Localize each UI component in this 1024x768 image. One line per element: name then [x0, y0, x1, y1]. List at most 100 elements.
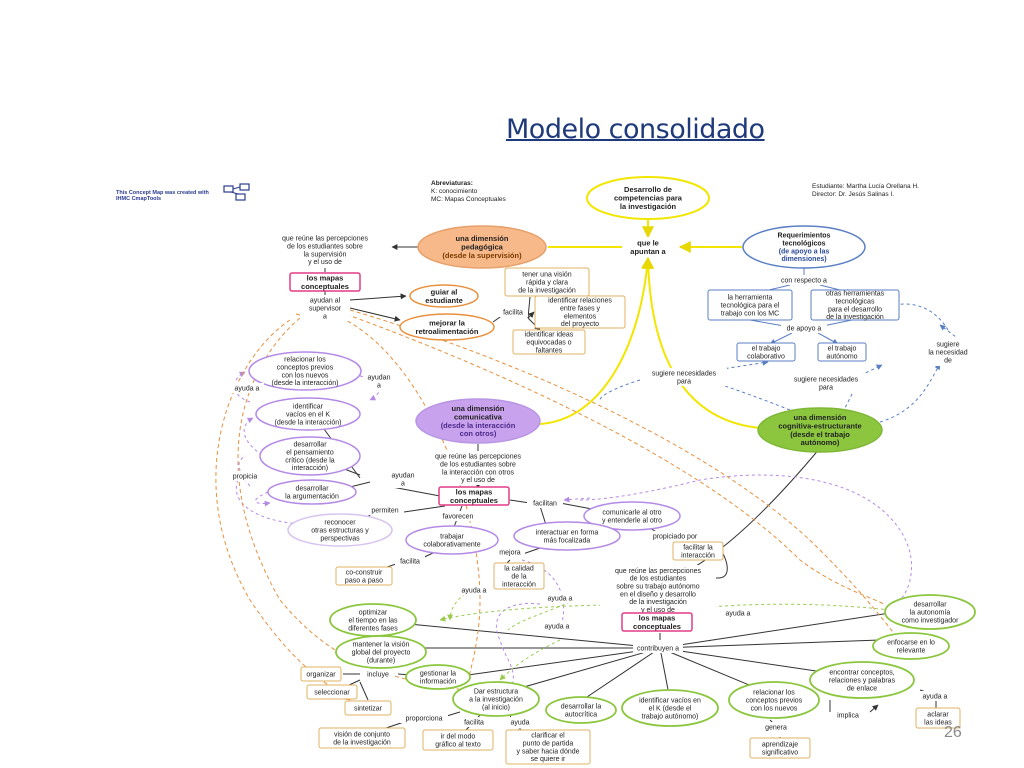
label-background: [783, 374, 869, 392]
encontrar-text-line: de enlace: [847, 685, 877, 692]
propicia-text-line: propicia: [233, 473, 258, 480]
node-shape: [248, 351, 362, 391]
interactuar-text-line: interactuar en forma: [536, 530, 599, 537]
con-respecto-text-line: con respecto a: [781, 277, 827, 284]
pedagogica-text-line: (desde la supervisión): [442, 251, 522, 260]
trabajar-colab-text-line: colaborativamente: [423, 541, 480, 548]
slide-title: Modelo consolidado: [506, 114, 765, 145]
cognitiva-text-line: (desde el trabajo: [790, 430, 850, 439]
identificar-rel-text-line: elementos: [564, 313, 597, 320]
mejorar-text-line: mejorar la: [429, 318, 466, 327]
mc3-text-line: los mapas: [639, 613, 676, 622]
node-implica: implica: [833, 710, 863, 720]
requerimientos-text-line: (de apoyo a las: [779, 248, 830, 255]
label-background: [781, 323, 827, 333]
authors-block: Estudiante: Martha Lucía Orellana H.Dire…: [812, 183, 919, 198]
node-shape: [438, 486, 510, 506]
node-shape: [259, 436, 361, 476]
cognitiva-text-line: cognitiva-estructurante: [778, 421, 861, 430]
facilitar-int-text-line: facilitar la: [683, 545, 713, 552]
vision-rapida-text-line: de la investigación: [518, 287, 576, 294]
relacionar1-text-line: (desde la interacción): [272, 380, 339, 387]
sug-nec1-text-line: para: [677, 378, 691, 385]
optimizar-text-line: el tiempo en las: [348, 617, 398, 624]
optimizar-text-line: diferentes fases: [348, 625, 398, 632]
label-background: [395, 556, 425, 566]
node-genera: genera: [762, 722, 790, 732]
colaborativo-text-line: el trabajo: [752, 346, 781, 353]
label-background: [833, 710, 863, 720]
node-shape: [757, 407, 883, 453]
cognitiva-text-line: autónomo): [801, 438, 840, 447]
pensamiento-text-line: el pensamiento: [286, 450, 334, 457]
identificar-rel-text-line: entre fases y: [560, 306, 601, 313]
node-shape: [415, 398, 541, 444]
sug-nec1-text-line: sugiere necesidades: [652, 371, 717, 378]
node-shape: [287, 513, 393, 547]
relacionar1-text-line: conceptos previos: [277, 365, 334, 372]
pensamiento-text-line: crítico (desde la: [285, 457, 335, 464]
aprendizaje-text-line: significativo: [762, 749, 798, 756]
aclarar-text-line: aclarar: [927, 712, 949, 719]
label-background: [400, 713, 448, 723]
clarificar-text-line: punto de partida: [523, 741, 574, 748]
requerimientos-text-line: dimensiones): [781, 256, 826, 263]
node-shape: [512, 329, 586, 355]
sug-nec2-text-line: sugiere necesidades: [794, 377, 859, 384]
ir-modo-text-line: gráfico al texto: [435, 741, 481, 748]
otras-herramientas-text-line: otras herramientas: [826, 291, 885, 298]
desarrollo-text-line: la investigación: [620, 202, 677, 211]
reune-int-text-line: y el uso de: [461, 477, 495, 484]
sugiere-text-line: la necesidad: [928, 349, 967, 356]
encontrar-text-line: relaciones y palabras: [829, 677, 896, 684]
node-shape: [505, 729, 591, 765]
aclarar-text-line: las ideas: [924, 719, 952, 726]
connector-line: [599, 379, 641, 401]
connector-line: [233, 371, 251, 403]
connector-line: [509, 499, 531, 504]
node-shape: [405, 525, 499, 555]
que-apuntan-text-line: que le: [637, 238, 659, 247]
colaborativo-text-line: colaborativo: [747, 353, 785, 360]
label-background: [623, 237, 673, 257]
node-shape: [255, 397, 361, 431]
label-background: [267, 233, 383, 267]
gestionar-text-line: información: [420, 678, 456, 685]
reune-aut-text-line: de la investigación: [629, 599, 687, 606]
node-propicia: propicia: [228, 471, 262, 481]
autonomo-text-line: autónomo: [826, 353, 857, 360]
optimizar-text-line: optimizar: [359, 610, 388, 617]
connector-line: [467, 647, 661, 676]
ayudan-sup-text-line: a: [323, 313, 327, 320]
connector-line: [359, 681, 369, 701]
co-construir-text-line: co-construir: [346, 570, 383, 577]
node-shape: [707, 289, 793, 321]
ayudan-sup-text-line: ayudan al: [310, 298, 341, 305]
node-shape: [318, 727, 406, 749]
connector-line: [527, 311, 535, 319]
connector-line: [499, 639, 561, 681]
autonomo-text-line: el trabajo: [828, 346, 857, 353]
herramienta-text-line: tecnológica para el: [721, 302, 780, 309]
organizar-text-line: organizar: [306, 671, 336, 678]
comunicativa-text-line: comunicativa: [454, 412, 503, 421]
credit-line-1: This Concept Map was created with: [116, 190, 209, 196]
node-seleccionar: seleccionar: [306, 684, 358, 700]
reune-aut-text-line: en el diseño y desarrollo: [620, 591, 696, 598]
label-background: [633, 643, 683, 653]
node-shape: [300, 666, 342, 682]
